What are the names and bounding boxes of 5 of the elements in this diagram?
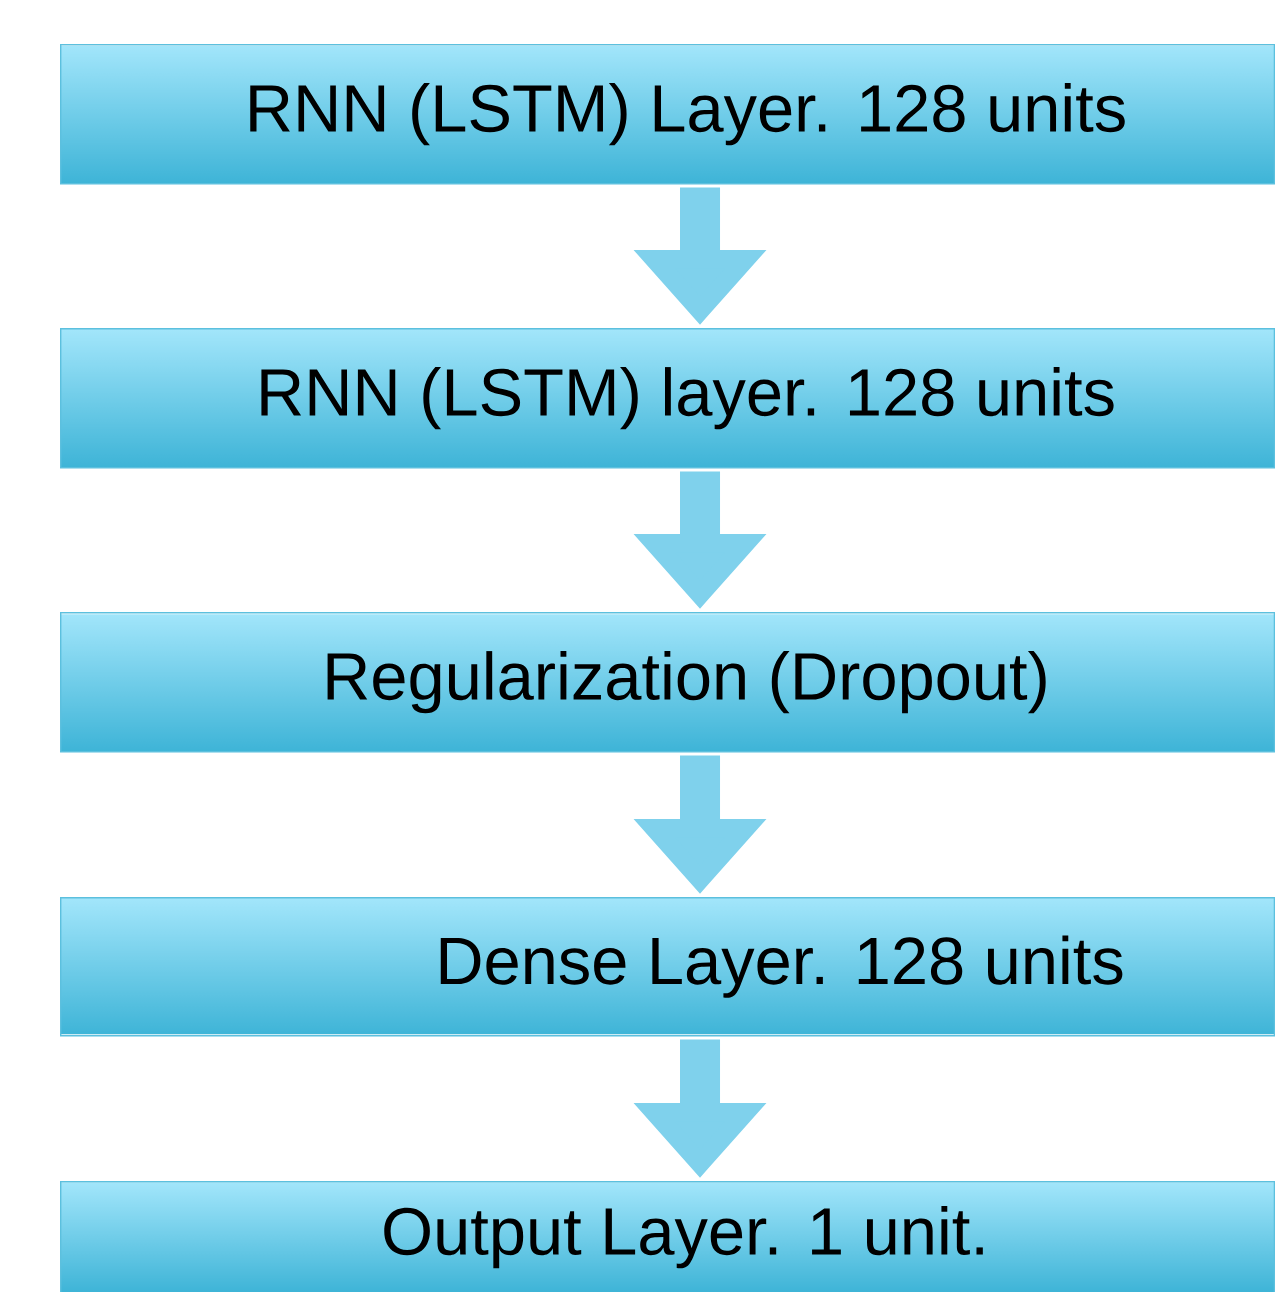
layer-box: RNN (LSTM) Layer. 128 units	[60, 44, 1275, 185]
layer-box: Regularization (Dropout)	[60, 612, 1275, 753]
layer-box: RNN (LSTM) layer. 128 units	[60, 328, 1275, 469]
layer-box: Dense Layer. 128 units	[60, 897, 1275, 1037]
layer-box: Output Layer. 1 unit.	[60, 1181, 1275, 1292]
